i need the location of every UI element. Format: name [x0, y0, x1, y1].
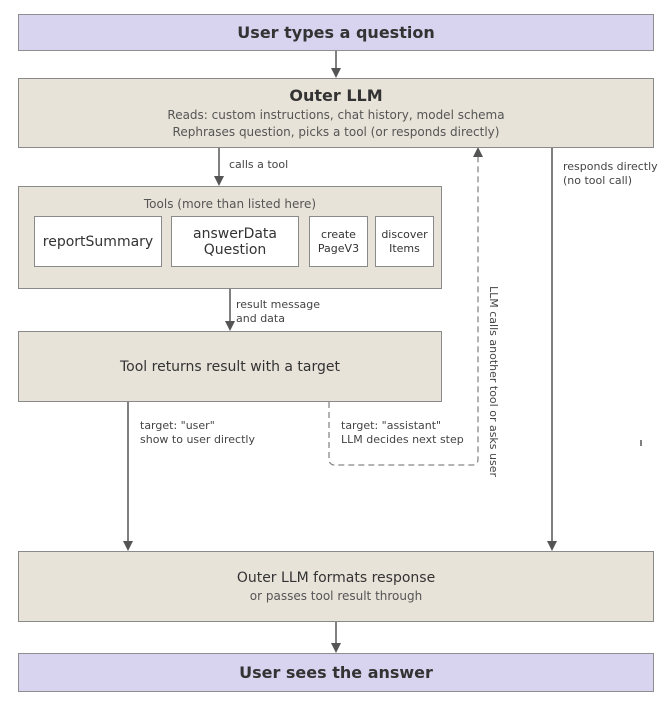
arrow-assistant-loop	[328, 147, 483, 466]
edge-label-target-assistant-line1: target: "assistant"	[341, 419, 442, 432]
edge-label-target-assistant-line2: LLM decides next step	[341, 433, 464, 446]
node-outer-llm: Outer LLM Reads: custom instructions, ch…	[18, 78, 654, 148]
node-tool-returns: Tool returns result with a target	[18, 331, 442, 402]
node-format-response: Outer LLM formats response or passes too…	[18, 551, 654, 622]
edge-label-target-assistant: target: "assistant" LLM decides next ste…	[341, 419, 464, 447]
format-line2: or passes tool result through	[249, 588, 423, 603]
tool-discover-items: discover Items	[375, 216, 434, 267]
outer-llm-title: Outer LLM	[289, 85, 383, 105]
outer-llm-line2: Rephrases question, picks a tool (or res…	[172, 124, 500, 139]
tool-answer-data-line2: Question	[203, 241, 267, 258]
edge-label-responds-line1: responds directly	[563, 160, 658, 173]
edge-label-target-user: target: "user" show to user directly	[140, 419, 255, 447]
node-tools: Tools (more than listed here) reportSumm…	[18, 186, 442, 289]
edge-label-target-user-line2: show to user directly	[140, 433, 255, 446]
edge-label-target-user-line1: target: "user"	[140, 419, 215, 432]
tool-create-line1: create	[321, 227, 356, 241]
tool-create-line2: PageV3	[317, 241, 360, 255]
tool-discover-line1: discover	[381, 227, 428, 241]
node-user-question: User types a question	[18, 14, 654, 51]
outer-llm-line1: Reads: custom instructions, chat history…	[167, 107, 505, 122]
node-user-sees-answer: User sees the answer	[18, 653, 654, 692]
edge-label-responds-directly: responds directly (no tool call)	[563, 160, 658, 188]
edge-label-calls-tool: calls a tool	[229, 158, 289, 171]
tools-header: Tools (more than listed here)	[143, 197, 317, 211]
node-user-sees-answer-label: User sees the answer	[239, 663, 433, 682]
tool-returns-label: Tool returns result with a target	[119, 358, 340, 375]
edge-label-result-line2: and data	[236, 312, 285, 325]
tool-create-page-v3: create PageV3	[309, 216, 368, 267]
edge-label-responds-line2: (no tool call)	[563, 174, 633, 187]
edge-label-loop: LLM calls another tool or asks user	[487, 286, 500, 478]
edge-label-result-message: result message and data	[236, 298, 320, 326]
tool-report-summary-label: reportSummary	[42, 233, 154, 250]
tool-discover-line2: Items	[389, 241, 420, 255]
tool-answer-data-line1: answerData	[193, 225, 277, 242]
edge-label-result-line1: result message	[236, 298, 321, 311]
node-user-question-label: User types a question	[237, 23, 435, 42]
format-line1: Outer LLM formats response	[236, 569, 436, 586]
tool-report-summary: reportSummary	[34, 216, 162, 267]
tool-answer-data-question: answerData Question	[171, 216, 299, 267]
